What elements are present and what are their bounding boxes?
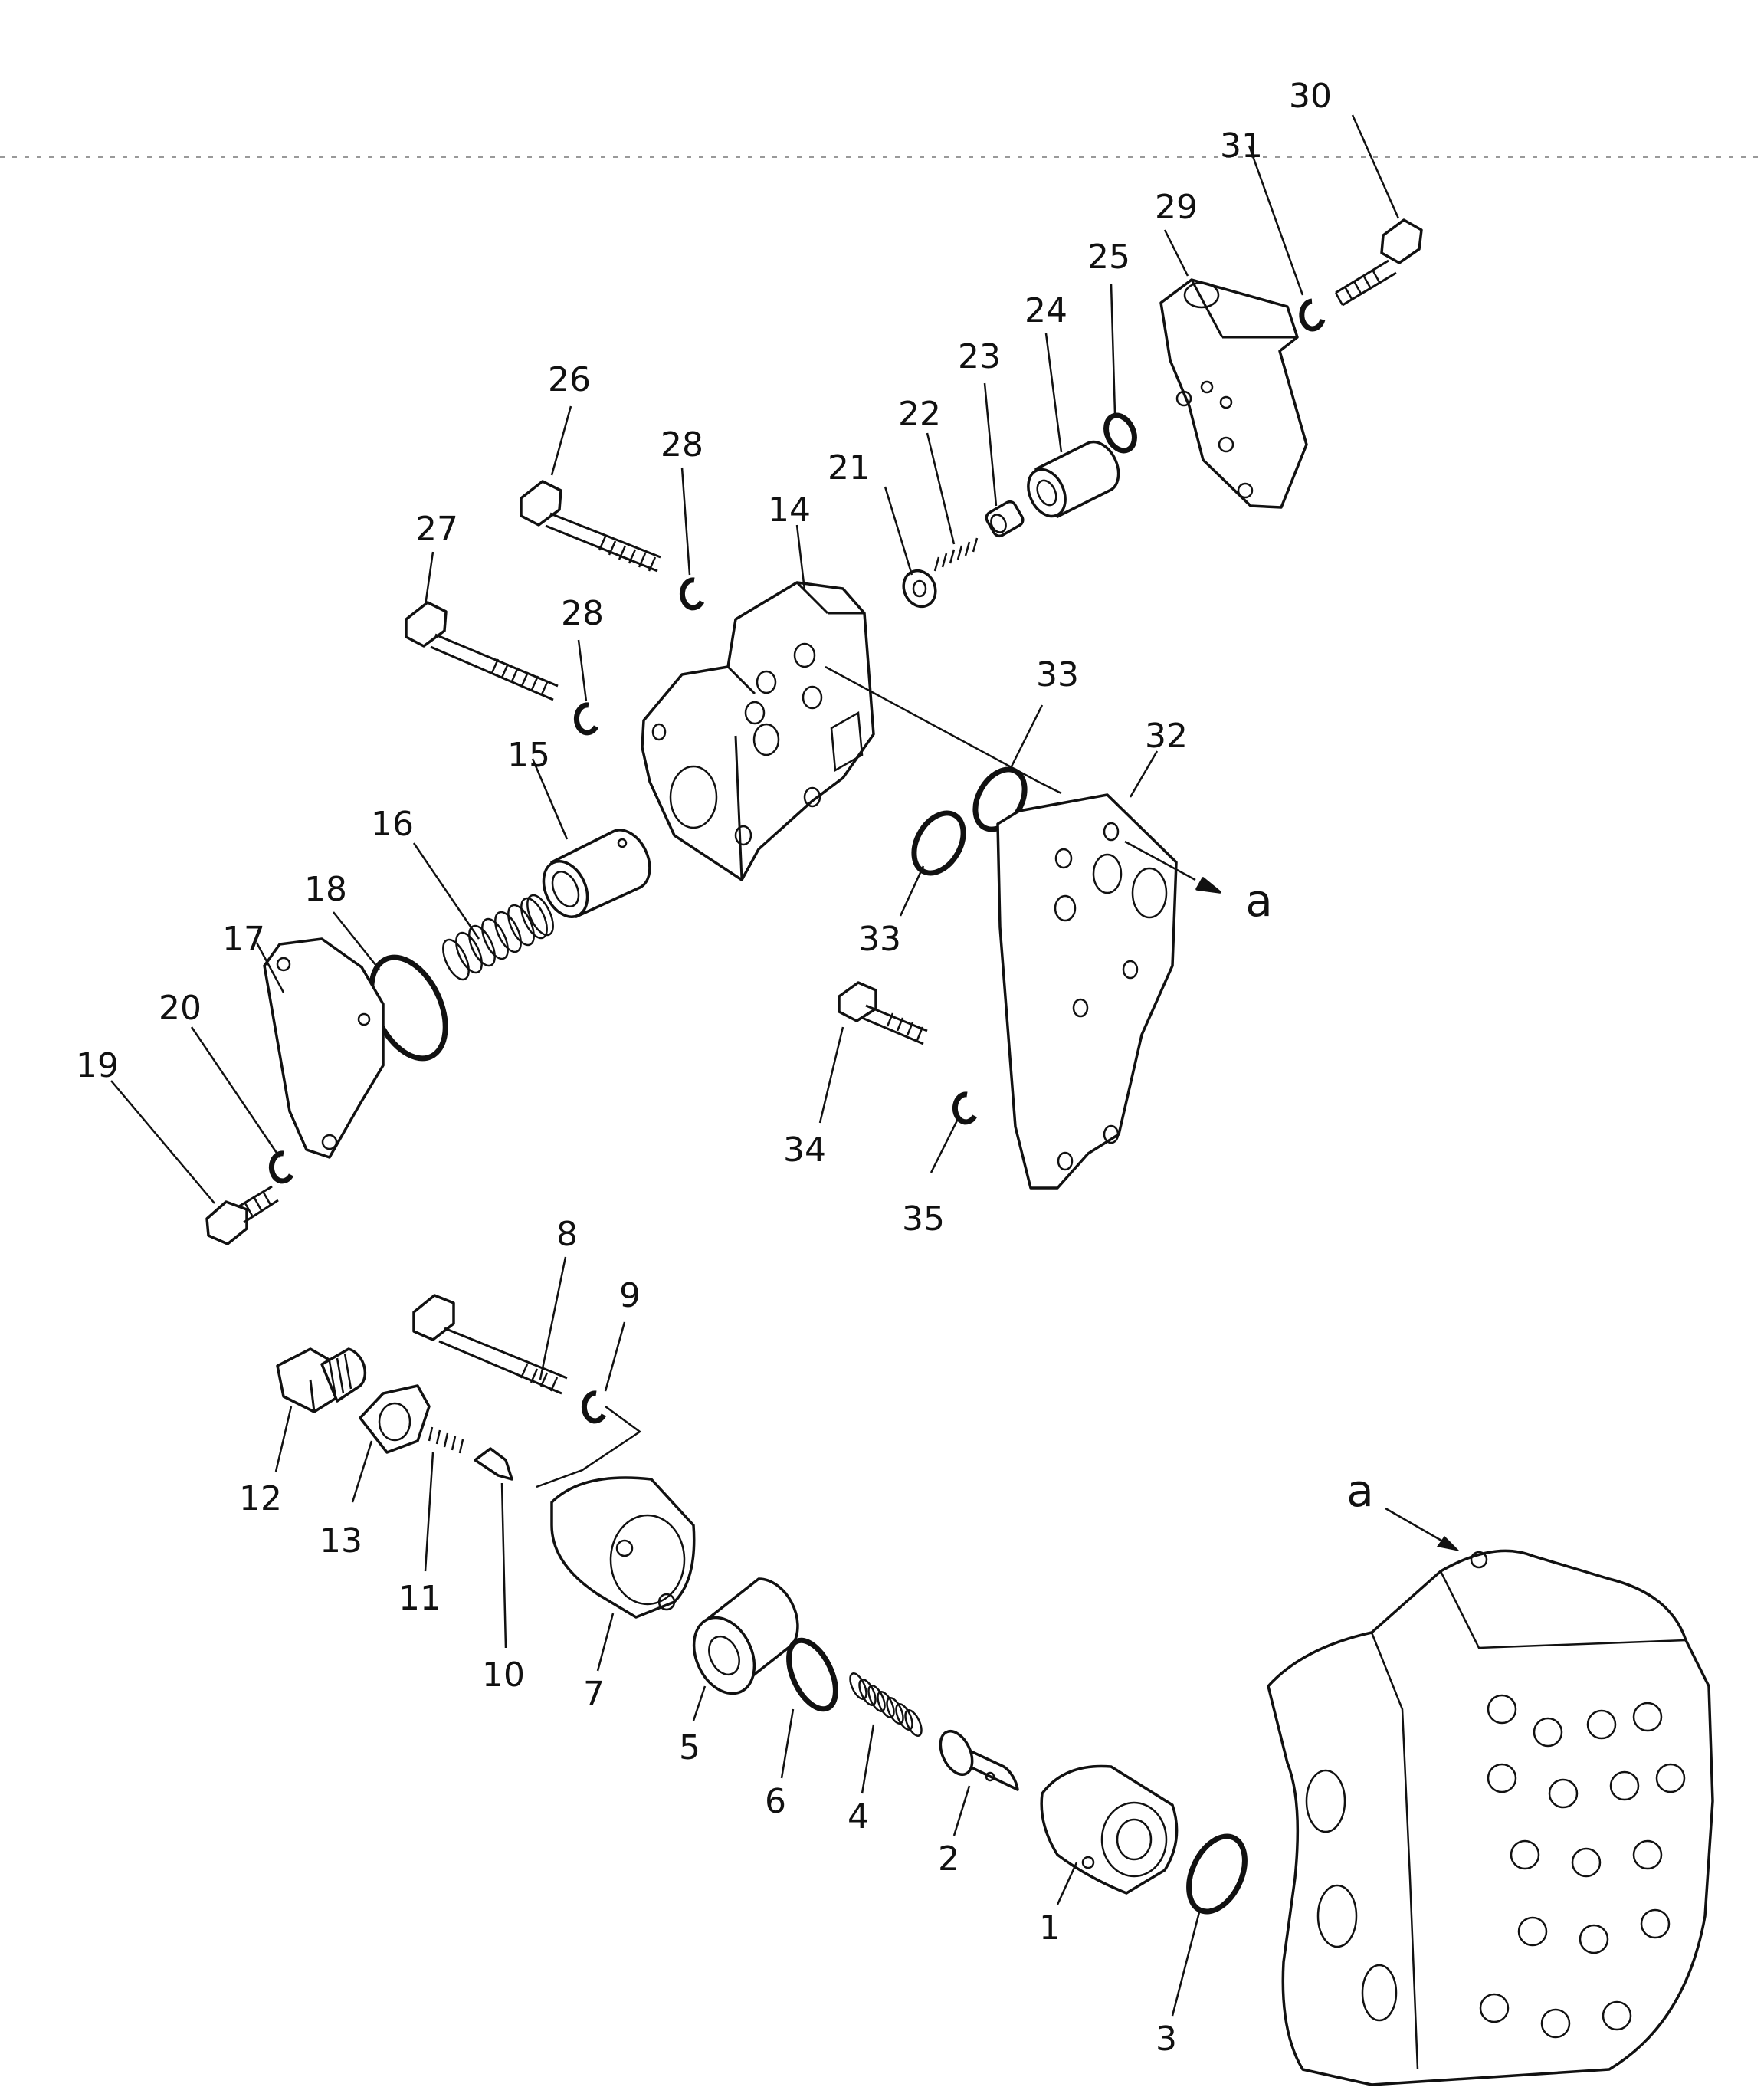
o-ring-6	[786, 1637, 838, 1712]
callout-33-lower: 33	[858, 920, 901, 959]
reference-a-lower: a	[1346, 1465, 1374, 1517]
lock-washer-20	[268, 1150, 294, 1184]
callout-27: 27	[415, 510, 458, 549]
arrowhead-a-upper	[1195, 877, 1221, 894]
callout-28-upper: 28	[661, 425, 703, 464]
callout-1: 1	[1039, 1908, 1061, 1948]
callout-35: 35	[902, 1199, 945, 1239]
callout-18: 18	[304, 870, 347, 909]
callout-2: 2	[938, 1839, 959, 1879]
callout-13: 13	[320, 1521, 362, 1560]
callout-14: 14	[768, 491, 811, 530]
arrow-a-lower-shaft	[1385, 1507, 1453, 1548]
alignment-leader-lower	[536, 1405, 642, 1488]
reference-a-upper: a	[1245, 875, 1273, 927]
bolt-27	[405, 601, 559, 701]
lock-washer-28-upper	[679, 577, 705, 611]
callout-25: 25	[1087, 238, 1130, 277]
callout-12: 12	[239, 1479, 282, 1518]
callout-24: 24	[1025, 291, 1067, 330]
arrowhead-a-lower	[1437, 1536, 1460, 1551]
nut-13	[359, 1384, 431, 1454]
spool-2	[939, 1730, 1019, 1791]
o-ring-25	[1103, 412, 1137, 454]
sleeve-15	[542, 829, 651, 918]
callout-26: 26	[548, 360, 591, 399]
callout-22: 22	[898, 395, 941, 434]
seat-23	[985, 500, 1025, 538]
callout-8: 8	[556, 1215, 578, 1254]
callout-4: 4	[848, 1797, 869, 1836]
callout-10: 10	[482, 1656, 525, 1695]
callout-16: 16	[371, 805, 414, 844]
sleeve-24	[1027, 440, 1120, 518]
spring-4	[849, 1672, 923, 1737]
lock-washer-35	[952, 1091, 978, 1125]
bolt-19	[205, 1185, 279, 1245]
callout-34: 34	[783, 1131, 826, 1170]
lock-washer-9	[581, 1390, 607, 1424]
cover-17	[263, 937, 385, 1159]
leader-lines	[110, 114, 1400, 2017]
callout-29: 29	[1155, 188, 1198, 227]
callout-21: 21	[828, 448, 871, 487]
main-valve-body	[1267, 1549, 1714, 2086]
callout-7: 7	[583, 1675, 605, 1714]
lock-washer-31	[1299, 298, 1326, 332]
bolt-30	[1334, 218, 1423, 307]
bracket-29	[1159, 278, 1308, 509]
o-ring-33-lower	[911, 810, 966, 876]
callout-32: 32	[1145, 717, 1188, 756]
callout-20: 20	[159, 989, 202, 1028]
housing-7	[550, 1476, 696, 1619]
callout-3: 3	[1156, 2020, 1177, 2059]
callout-31: 31	[1220, 126, 1263, 166]
plug-12	[276, 1347, 367, 1413]
spring-11	[428, 1426, 464, 1454]
alignment-leader-plate	[1124, 840, 1196, 881]
callout-33-upper: 33	[1036, 655, 1079, 694]
bolt-34	[838, 981, 928, 1045]
bolt-26	[520, 480, 661, 573]
valve-body-14	[641, 581, 875, 881]
callout-19: 19	[76, 1046, 119, 1085]
lock-washer-28-lower	[573, 702, 599, 736]
poppet-10	[474, 1447, 513, 1481]
callout-5: 5	[679, 1728, 700, 1767]
callout-11: 11	[398, 1579, 441, 1618]
callout-23: 23	[958, 337, 1001, 376]
o-ring-3	[1186, 1833, 1248, 1915]
callout-9: 9	[619, 1276, 641, 1315]
plate-32	[996, 793, 1178, 1190]
bolt-8	[412, 1294, 568, 1395]
cap-1	[1040, 1764, 1179, 1895]
callout-15: 15	[507, 736, 550, 775]
alignment-leader-upper	[825, 665, 1062, 795]
washer-21	[902, 569, 937, 609]
callout-17: 17	[222, 920, 265, 959]
callout-28-lower: 28	[561, 594, 604, 633]
callout-30: 30	[1289, 77, 1332, 116]
callout-6: 6	[765, 1782, 786, 1821]
spring-16	[442, 894, 554, 981]
bushing-5	[692, 1577, 799, 1695]
spring-22	[933, 537, 979, 572]
